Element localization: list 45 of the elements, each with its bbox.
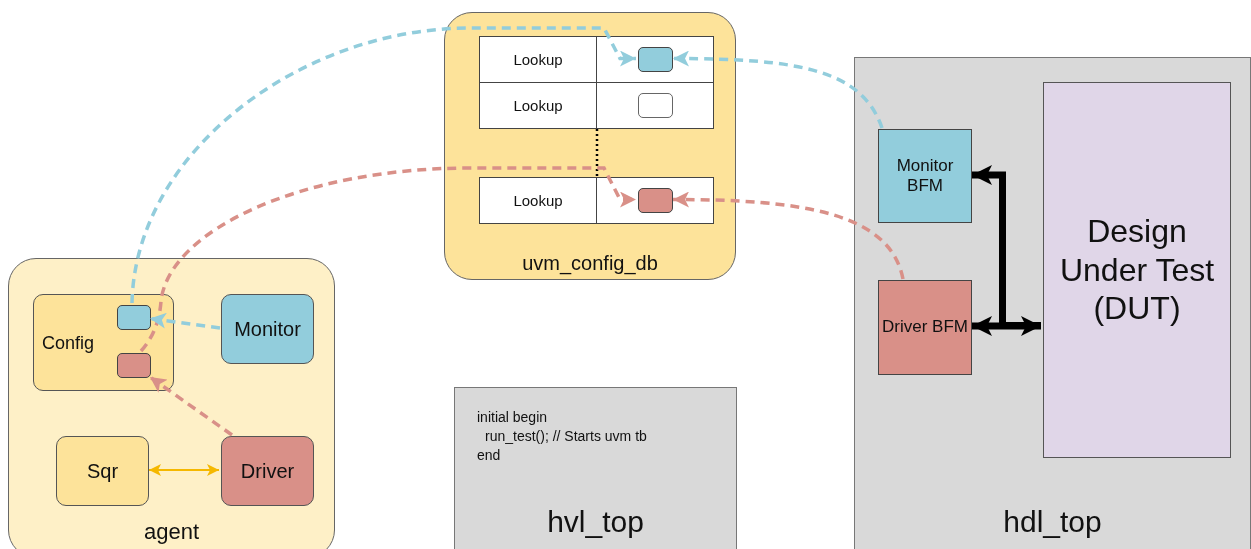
arrow <box>139 166 636 353</box>
box-label: Monitor BFM <box>895 155 955 197</box>
box-label: Config <box>42 332 95 353</box>
slot-box <box>638 188 673 213</box>
box-label: Driver <box>240 459 295 483</box>
table-cell <box>479 177 597 224</box>
module-panel <box>854 57 1251 549</box>
arrow <box>149 312 221 330</box>
slot-box <box>638 93 673 118</box>
arrow <box>972 165 1041 329</box>
component-box <box>221 294 314 364</box>
code-line: initial begin <box>477 408 549 427</box>
config-db-panel <box>444 12 736 280</box>
table-cell <box>479 82 597 129</box>
box-label: Monitor <box>234 317 301 341</box>
slot-box <box>117 353 151 378</box>
code-line: run_test(); // Starts uvm tb <box>484 427 647 446</box>
arrow <box>130 26 636 304</box>
panel-title: uvm_config_db <box>521 252 659 275</box>
box-label: Design Under Test (DUT) <box>1058 212 1216 328</box>
bfm-box <box>878 280 972 375</box>
arrow <box>149 375 233 437</box>
module-panel <box>454 387 737 549</box>
component-box <box>56 436 149 506</box>
box-label: Sqr <box>86 459 119 483</box>
slot-box <box>638 47 673 72</box>
arrow <box>148 464 220 476</box>
code-line: end <box>477 446 502 465</box>
arrow <box>673 191 905 280</box>
agent-panel <box>8 258 335 549</box>
box-label: Lookup <box>513 50 563 69</box>
slot-box <box>117 305 151 330</box>
panel-title: hdl_top <box>1002 505 1103 539</box>
panel-title: hvl_top <box>546 505 645 539</box>
table-cell <box>479 36 597 83</box>
panel-title: agent <box>142 519 201 545</box>
component-box <box>221 436 314 506</box>
bfm-box <box>878 129 972 223</box>
box-label: Lookup <box>513 191 563 210</box>
box-label: Lookup <box>513 96 563 115</box>
arrow <box>673 50 884 129</box>
config-box <box>33 294 174 391</box>
dut-box <box>1043 82 1231 458</box>
arrow <box>972 316 1041 336</box>
box-label: Driver BFM <box>882 317 968 338</box>
